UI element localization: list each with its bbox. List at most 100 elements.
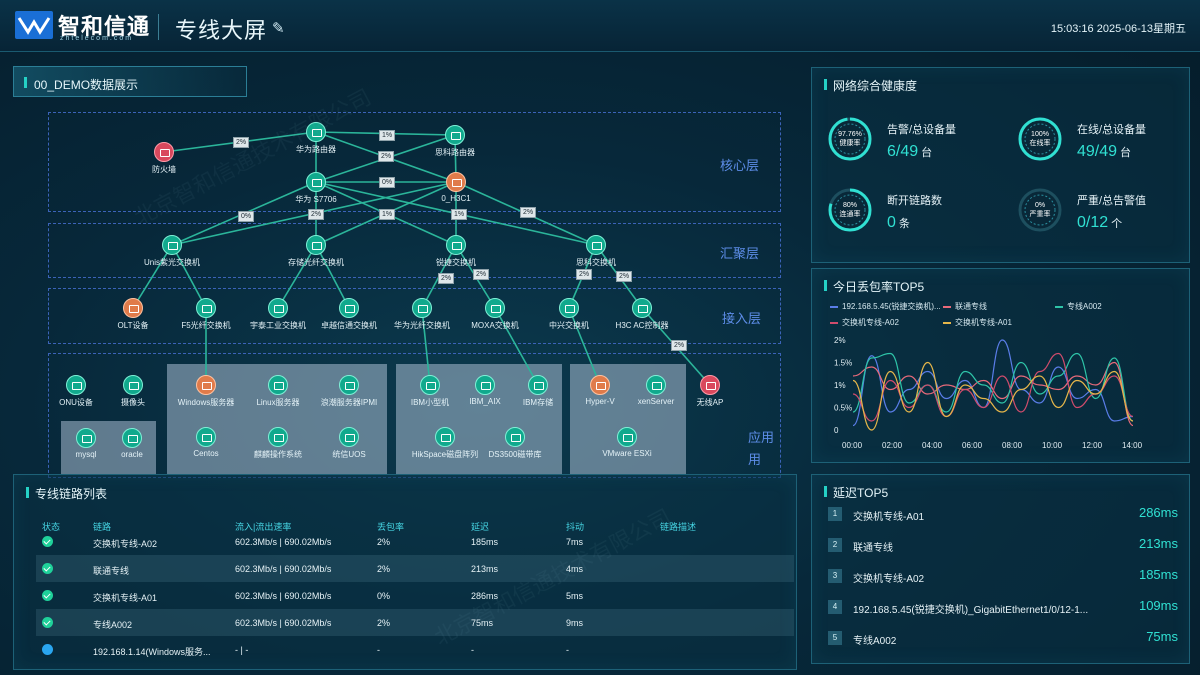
node-label: F5光纤交换机 bbox=[181, 321, 231, 330]
metric-unit: 个 bbox=[1111, 218, 1123, 230]
topology-node[interactable]: Windows服务器 bbox=[146, 375, 266, 408]
link-label: 1% bbox=[379, 130, 396, 141]
topology-node[interactable]: MOXA交换机 bbox=[435, 298, 555, 331]
node-label: 存储光纤交换机 bbox=[288, 258, 344, 267]
topology-node[interactable]: IBM存储 bbox=[478, 375, 598, 408]
cell-loss: 2% bbox=[377, 537, 391, 547]
layer-label-application-2: 用 bbox=[748, 452, 762, 467]
topology-node[interactable]: 防火墙 bbox=[104, 142, 224, 175]
node-label: 麒麟操作系统 bbox=[254, 450, 302, 459]
node-label: 锐捷交换机 bbox=[436, 258, 476, 267]
edit-pen-icon[interactable]: ✎ bbox=[272, 20, 285, 37]
topology-link[interactable] bbox=[171, 244, 207, 309]
delay-link-name: 交换机专线-A02 bbox=[853, 574, 925, 585]
switch-icon bbox=[586, 235, 606, 255]
legend-series-1[interactable]: 192.168.5.45(锐捷交换机)... bbox=[830, 301, 941, 312]
topology-node[interactable]: 卓越信通交换机 bbox=[289, 298, 409, 331]
topology-node[interactable]: 华为 S7706 bbox=[256, 172, 376, 205]
delay-title: 延迟TOP5 bbox=[824, 484, 888, 501]
gauge-fill bbox=[828, 188, 872, 232]
topology-node[interactable]: OLT设备 bbox=[73, 298, 193, 331]
topology-node[interactable]: VMware ESXi bbox=[567, 427, 687, 458]
topology-node[interactable]: IBM_AIX bbox=[425, 375, 545, 406]
topology-node[interactable]: Hyper-V bbox=[540, 375, 660, 406]
health-gauge bbox=[1018, 117, 1062, 161]
topology-link[interactable] bbox=[132, 244, 173, 309]
topology-node[interactable]: 华为路由器 bbox=[256, 122, 376, 155]
topology-node[interactable]: Linux服务器 bbox=[218, 375, 338, 408]
series-line-1[interactable] bbox=[852, 339, 1134, 427]
gauge-text: 80%连通率 bbox=[826, 201, 874, 219]
topology-node[interactable]: 中兴交换机 bbox=[509, 298, 629, 331]
series-line-5[interactable] bbox=[852, 361, 1134, 431]
tape-library-icon bbox=[505, 427, 525, 447]
group-virtual bbox=[570, 364, 686, 475]
topology-link[interactable] bbox=[315, 244, 350, 309]
topology-link[interactable] bbox=[568, 307, 601, 386]
topology-node[interactable]: 浪潮服务器IPMI bbox=[289, 375, 409, 408]
header-divider bbox=[158, 14, 159, 40]
x-tick-label: 14:00 bbox=[1122, 441, 1143, 450]
cell-rate: - | - bbox=[235, 645, 249, 655]
table-row[interactable]: 192.168.1.14(Windows服务...- | ---- bbox=[36, 636, 794, 663]
date-time: 15:03:16 2025-06-13星期五 bbox=[1050, 23, 1186, 35]
topology-link[interactable] bbox=[494, 307, 539, 386]
topology-node[interactable]: F5光纤交换机 bbox=[146, 298, 266, 331]
topology-node[interactable]: 无线AP bbox=[650, 375, 770, 408]
series-line-3[interactable] bbox=[852, 352, 1134, 422]
router-icon bbox=[306, 122, 326, 142]
topology-node[interactable]: 华为光纤交换机 bbox=[362, 298, 482, 331]
layer-label-access: 接入层 bbox=[722, 311, 762, 326]
topology-node[interactable]: 思科路由器 bbox=[395, 125, 515, 158]
topology-node[interactable]: ONU设备 bbox=[16, 375, 136, 408]
gauge-text: 100%在线率 bbox=[1016, 130, 1064, 148]
health-metric-label: 告警/总设备量 bbox=[887, 124, 957, 136]
topology-node[interactable]: HikSpace磁盘阵列 bbox=[385, 427, 505, 460]
topology-node[interactable]: IBM小型机 bbox=[370, 375, 490, 408]
topology-node[interactable]: 存储光纤交换机 bbox=[256, 235, 376, 268]
topology-node[interactable]: 宇泰工业交换机 bbox=[218, 298, 338, 331]
topology-selector-tab[interactable]: 00_DEMO数据展示 bbox=[13, 66, 247, 97]
legend-series-5[interactable]: 交换机专线-A01 bbox=[943, 317, 1012, 328]
topology-node[interactable]: DS3500磁带库 bbox=[455, 427, 575, 460]
link-label: 2% bbox=[308, 209, 325, 220]
layer-access bbox=[48, 288, 781, 344]
rank-badge: 5 bbox=[828, 631, 842, 645]
topology-link[interactable] bbox=[277, 244, 317, 309]
rank-badge: 3 bbox=[828, 569, 842, 583]
topology-node[interactable]: 0_H3C1 bbox=[396, 172, 516, 203]
topology-node[interactable]: H3C AC控制器 bbox=[582, 298, 702, 331]
col-header-link: 链路 bbox=[93, 522, 112, 532]
cell-jitter: 4ms bbox=[566, 564, 584, 574]
topology-node[interactable]: oracle bbox=[72, 428, 192, 459]
disk-array-icon bbox=[435, 427, 455, 447]
node-label: 思科路由器 bbox=[435, 148, 475, 157]
topology-node[interactable]: mysql bbox=[26, 428, 146, 459]
legend-series-2[interactable]: 联通专线 bbox=[943, 301, 987, 312]
topology-node[interactable]: xenServer bbox=[596, 375, 716, 406]
node-label: 无线AP bbox=[696, 398, 724, 407]
topology-node[interactable]: 锐捷交换机 bbox=[396, 235, 516, 268]
topology-node[interactable]: Unis紫光交换机 bbox=[112, 235, 232, 268]
topology-node[interactable]: 思科交换机 bbox=[536, 235, 656, 268]
topology-node[interactable]: 统信UOS bbox=[289, 427, 409, 460]
legend-series-4[interactable]: 交换机专线-A02 bbox=[830, 317, 899, 328]
y-tick-label: 0 bbox=[834, 426, 839, 435]
link-label: 2% bbox=[520, 207, 537, 218]
topology-node[interactable]: 摄像头 bbox=[73, 375, 193, 408]
topology-node[interactable]: 麒麟操作系统 bbox=[218, 427, 338, 460]
legend-series-3[interactable]: 专线A002 bbox=[1055, 301, 1102, 312]
topology-link[interactable] bbox=[421, 307, 431, 386]
topology-node[interactable]: Centos bbox=[146, 427, 266, 458]
legend-swatch bbox=[1055, 305, 1063, 308]
